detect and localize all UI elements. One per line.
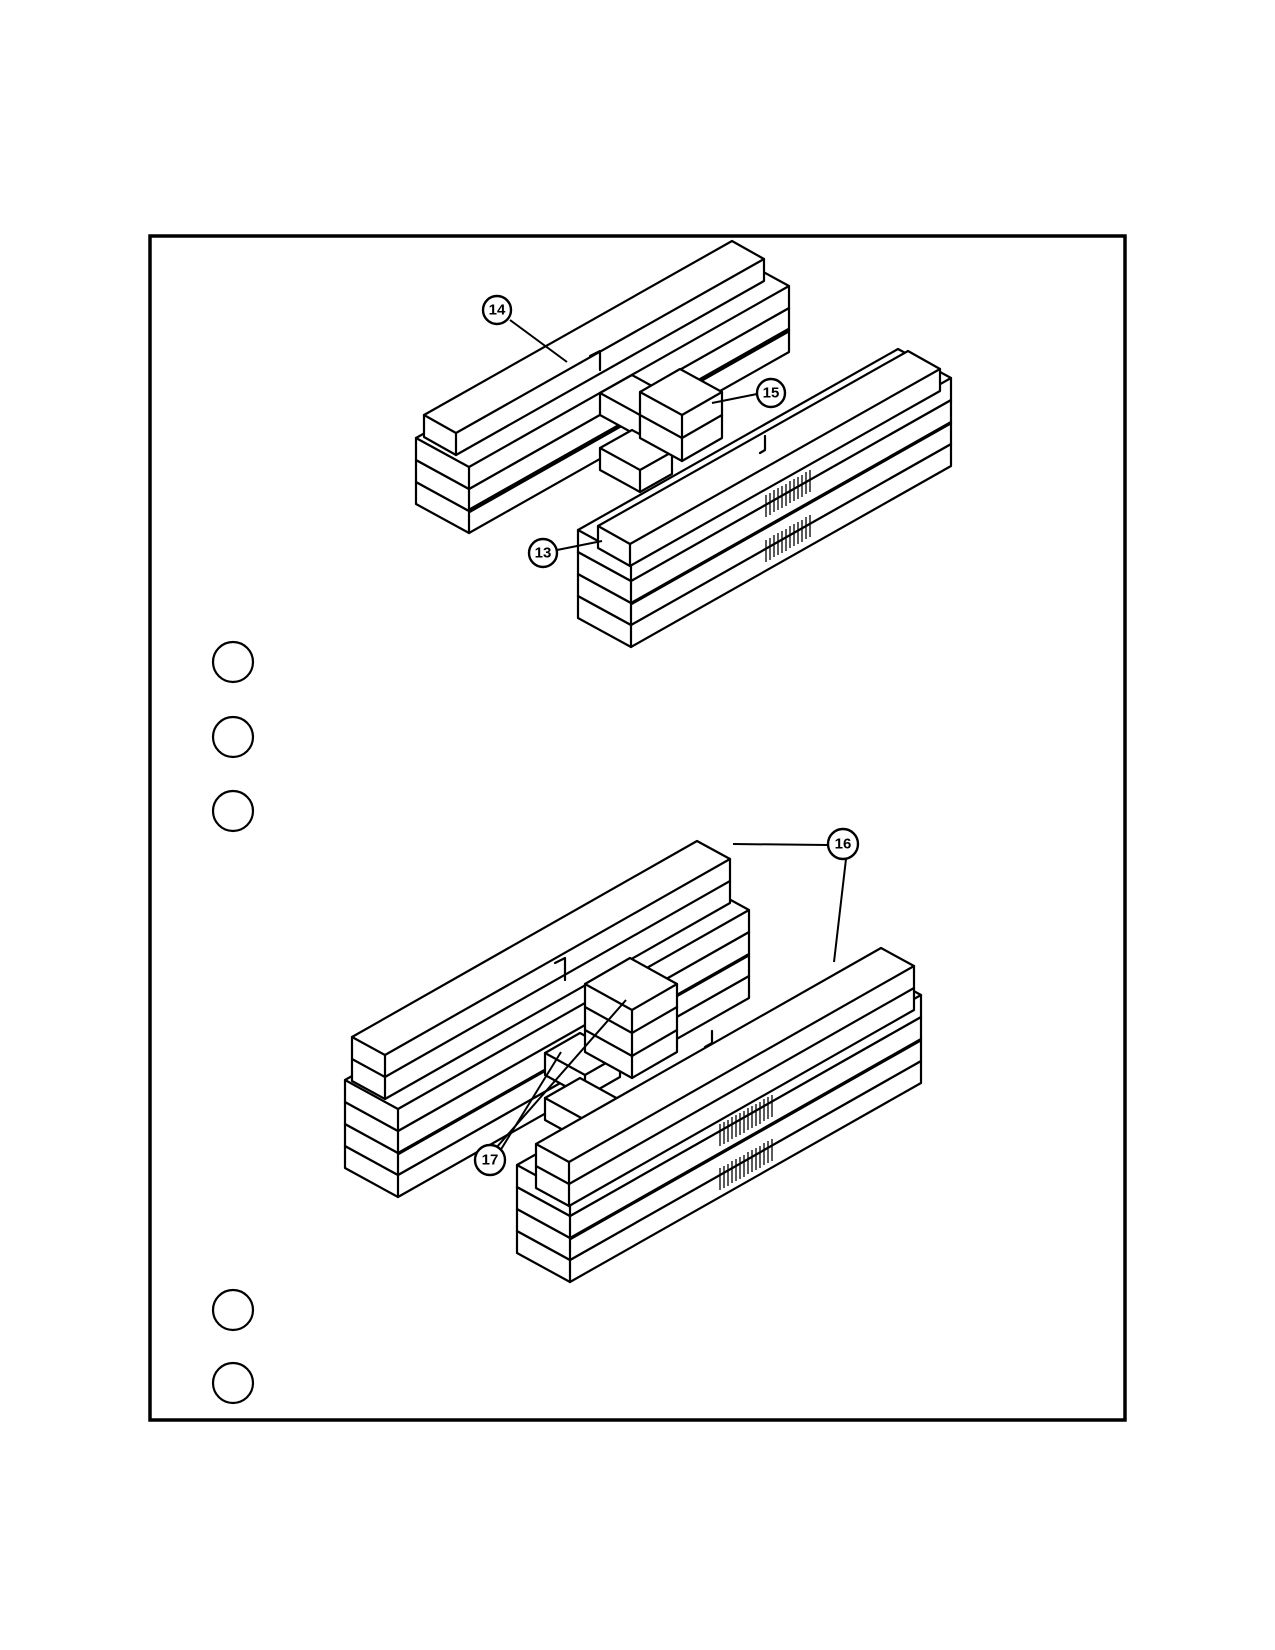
callout-16-label: 16 <box>835 836 852 853</box>
top-center-block <box>638 367 724 463</box>
callout-15: 15 <box>711 377 787 409</box>
top-hatch-lower <box>765 515 811 562</box>
bottom-front-stack <box>515 946 923 1284</box>
step-marker-2 <box>211 715 255 759</box>
bottom-hatch-lower <box>719 1139 773 1190</box>
step-marker-4 <box>211 1288 255 1332</box>
step-marker-1 <box>211 640 255 684</box>
callout-14-label: 14 <box>489 302 506 319</box>
callout-17-label: 17 <box>482 1152 499 1169</box>
top-illustration: 14 15 13 <box>414 239 953 649</box>
top-hatch-upper <box>765 470 811 517</box>
step-marker-5 <box>211 1361 255 1405</box>
figure-frame <box>148 234 1127 1422</box>
bottom-hatch-upper <box>719 1095 773 1146</box>
bottom-illustration: 16 17 <box>343 827 923 1284</box>
callout-13: 13 <box>527 537 603 569</box>
callout-15-label: 15 <box>763 385 780 402</box>
bottom-center-block <box>583 956 679 1080</box>
callout-17: 17 <box>473 999 627 1177</box>
top-front-stack <box>576 347 953 649</box>
step-marker-3 <box>211 789 255 833</box>
callout-14: 14 <box>481 294 568 363</box>
callout-16: 16 <box>732 827 860 963</box>
callout-13-label: 13 <box>535 545 552 562</box>
